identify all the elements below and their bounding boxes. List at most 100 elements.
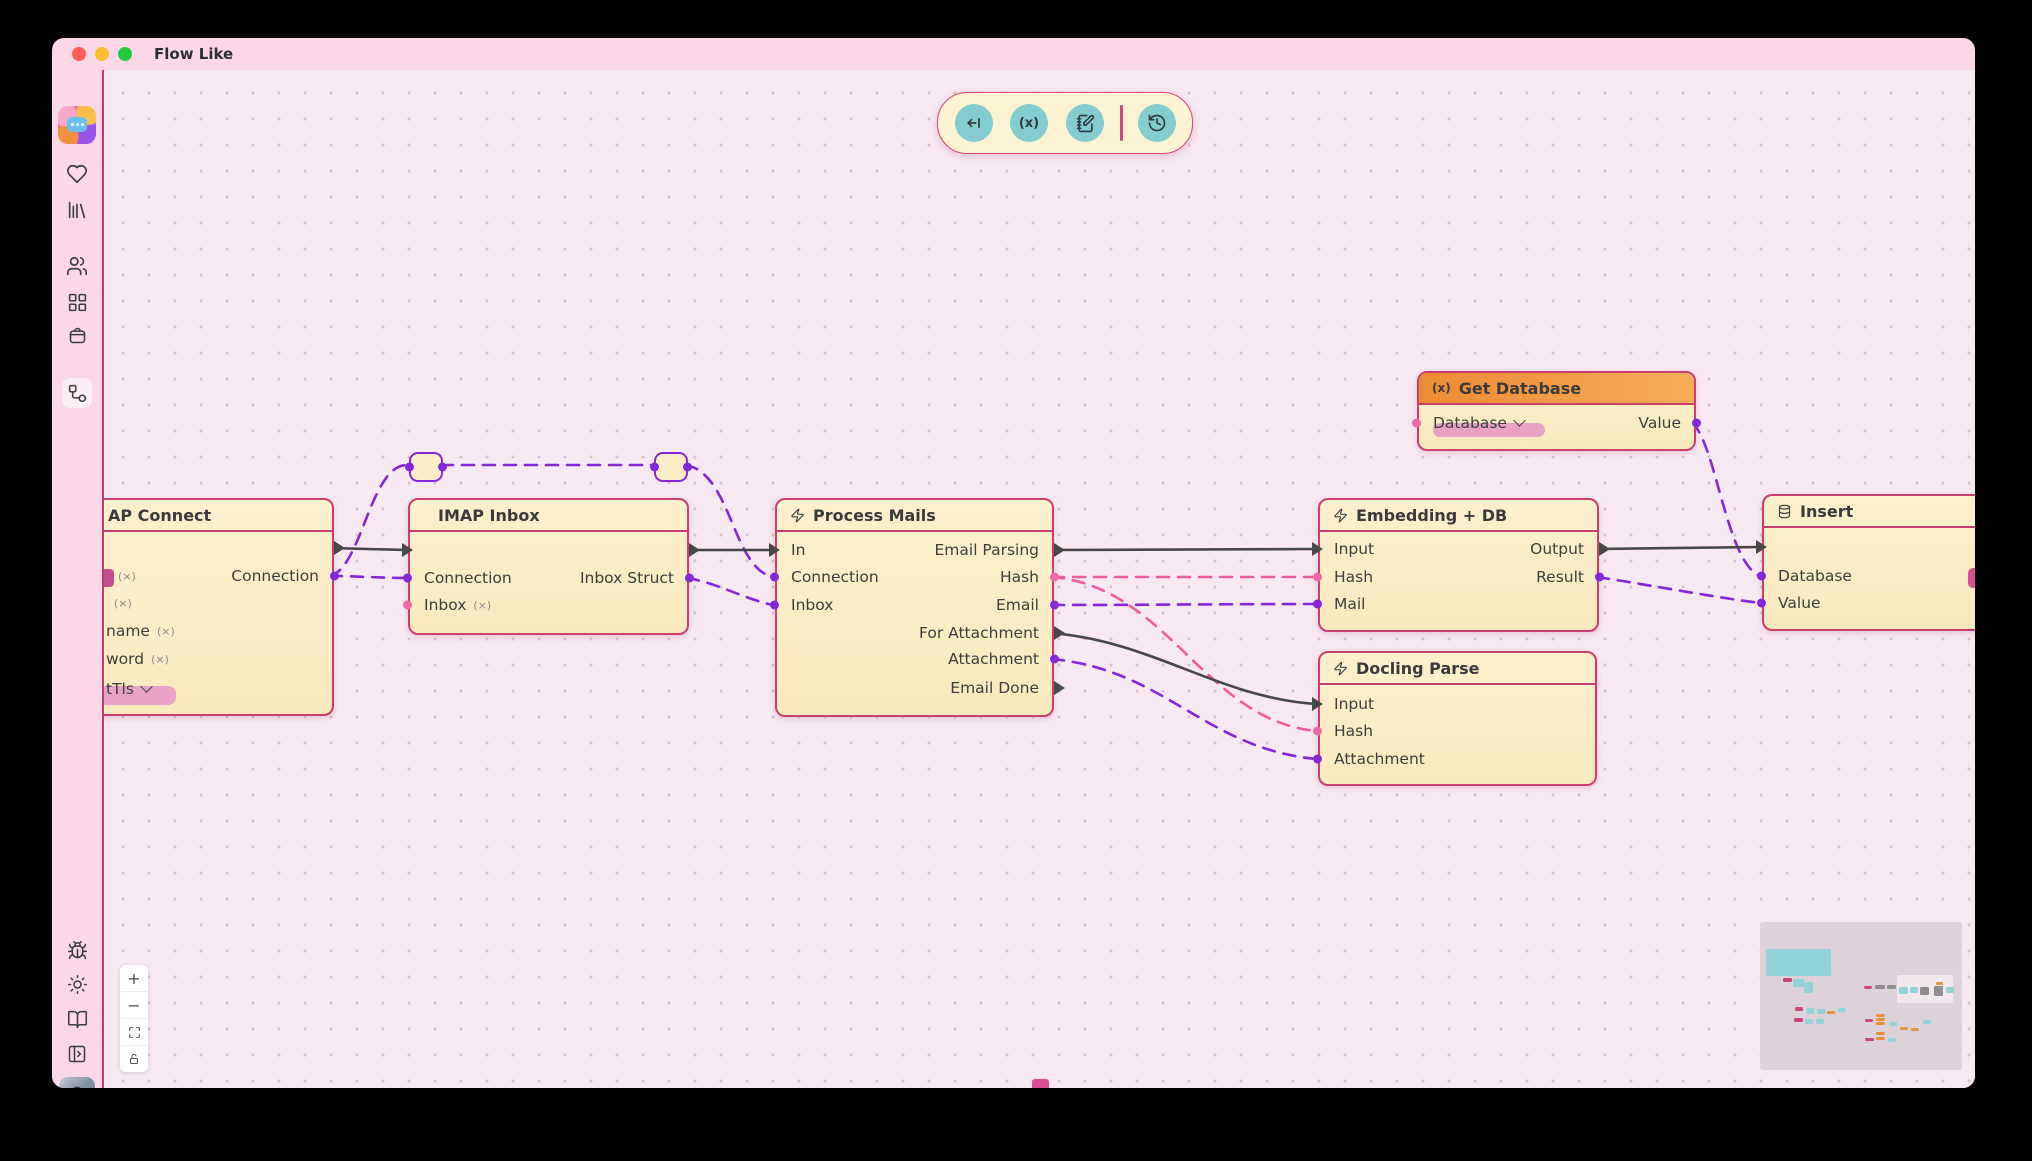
- email-out-pin[interactable]: [1050, 600, 1059, 610]
- close-button[interactable]: [72, 47, 86, 61]
- exec-out-pin[interactable]: [334, 541, 345, 555]
- zoom-controls: + −: [120, 965, 148, 1072]
- pin-label: Database: [1433, 414, 1507, 432]
- node-title: Insert: [1800, 501, 1854, 521]
- pin-label: Inbox Struct: [579, 569, 674, 587]
- exec-out-pin[interactable]: [1054, 681, 1065, 695]
- node-embedding-db[interactable]: Embedding + DB Input Hash Mail Output Re…: [1312, 498, 1610, 632]
- pin-label: Output: [1530, 540, 1584, 558]
- fit-view-icon: [128, 1026, 140, 1038]
- connection-in-pin[interactable]: [770, 572, 779, 582]
- zoom-in-button[interactable]: +: [120, 965, 148, 992]
- hash-in-pin[interactable]: [1313, 572, 1322, 582]
- user-avatar[interactable]: [59, 1077, 95, 1088]
- wire-connection-inbox: [328, 574, 408, 580]
- minimap-block: [1838, 1008, 1846, 1012]
- inbox-in-pin[interactable]: [770, 600, 779, 610]
- wire-email-mail: [1050, 602, 1318, 607]
- variables-button[interactable]: (x): [1010, 104, 1048, 142]
- reroute-out-pin[interactable]: [683, 462, 692, 472]
- zoom-out-button[interactable]: −: [120, 992, 148, 1019]
- reroute-in-pin[interactable]: [650, 462, 659, 472]
- book-icon[interactable]: [62, 1004, 92, 1034]
- pin-label: Input: [1334, 540, 1375, 558]
- library-icon[interactable]: [62, 195, 92, 225]
- pin-label: Email Parsing: [934, 541, 1040, 559]
- exec-in-pin[interactable]: [769, 543, 780, 557]
- pin-row: For Attachment: [777, 620, 1065, 646]
- pin-row: Attachment: [1313, 746, 1595, 772]
- exec-in-pin[interactable]: [1312, 542, 1323, 556]
- grid-icon[interactable]: [62, 287, 92, 317]
- exec-out-pin[interactable]: [1054, 543, 1065, 557]
- exec-out-pin[interactable]: [1054, 626, 1065, 640]
- variable-get-icon: (x): [1432, 381, 1451, 395]
- notebook-pen-button[interactable]: [1066, 104, 1104, 142]
- sidebar-separator: [102, 70, 104, 1088]
- value-in-pin[interactable]: [1757, 598, 1766, 608]
- panel-toggle-icon[interactable]: [62, 1039, 92, 1069]
- attachment-in-pin[interactable]: [1313, 754, 1322, 764]
- bag-icon[interactable]: [62, 320, 92, 350]
- zoom-button[interactable]: [118, 47, 132, 61]
- minimap-block: [1887, 985, 1896, 989]
- reroute-in-pin[interactable]: [405, 462, 414, 472]
- chevron-down-icon[interactable]: [140, 680, 153, 693]
- exec-in-pin[interactable]: [1756, 540, 1767, 554]
- exec-out-pin[interactable]: [689, 543, 700, 557]
- node-insert[interactable]: Insert Database Value: [1756, 494, 1975, 631]
- attachment-out-pin[interactable]: [1050, 654, 1059, 664]
- flow-canvas[interactable]: (x) AP Connect: [104, 70, 1975, 1088]
- node-get-database[interactable]: (x) Get Database Database Value: [1412, 371, 1701, 451]
- minimap-block: [1889, 1022, 1897, 1026]
- pin-label: Hash: [1334, 722, 1374, 740]
- minimap[interactable]: [1760, 922, 1962, 1070]
- fit-view-button[interactable]: [120, 1019, 148, 1046]
- struct-out-pin[interactable]: [685, 573, 694, 583]
- app-logo[interactable]: [58, 106, 96, 144]
- pin-row: [104, 535, 345, 561]
- node-imap-inbox[interactable]: IMAP Inbox Connection Inbox(×) Inbox Str…: [402, 498, 700, 635]
- wire-exec-embedding-insert: [1595, 545, 1762, 551]
- exec-in-pin[interactable]: [1312, 697, 1323, 711]
- input-widget-fragment[interactable]: [104, 569, 114, 587]
- hash-out-pin[interactable]: [1050, 572, 1059, 582]
- result-out-pin[interactable]: [1595, 572, 1604, 582]
- pin-row: Attachment: [777, 646, 1059, 672]
- minimap-block: [1875, 985, 1885, 989]
- users-icon[interactable]: [62, 251, 92, 281]
- history-button[interactable]: [1138, 104, 1176, 142]
- inbox-in-pin[interactable]: [403, 600, 412, 610]
- node-docling-parse[interactable]: Docling Parse Input Hash Attachment: [1312, 651, 1597, 786]
- minimize-button[interactable]: [95, 47, 109, 61]
- pin-label: Value: [1778, 594, 1821, 612]
- pin-label: Hash: [999, 568, 1039, 586]
- workflow-icon[interactable]: [62, 378, 92, 408]
- node-process-mails[interactable]: Process Mails In Connection Inbox Email …: [769, 498, 1065, 717]
- database-in-pin[interactable]: [1412, 418, 1421, 428]
- reroute-node-2[interactable]: [650, 452, 692, 482]
- minimap-block: [1805, 1019, 1813, 1024]
- heart-icon[interactable]: [62, 159, 92, 189]
- reroute-node-1[interactable]: [405, 452, 447, 482]
- database-in-pin[interactable]: [1757, 571, 1766, 581]
- minimap-block: [1936, 982, 1943, 985]
- value-out-pin[interactable]: [1692, 418, 1701, 428]
- node-imap-connect[interactable]: AP Connect Connection (×) (×) name(×) wo…: [104, 498, 345, 716]
- connection-in-pin[interactable]: [403, 573, 412, 583]
- pin-row: (×): [104, 590, 332, 616]
- hash-in-pin[interactable]: [1313, 726, 1322, 736]
- minimap-block: [1817, 1009, 1825, 1014]
- minimap-block: [1865, 1038, 1874, 1041]
- wire-value-database: [1690, 421, 1762, 578]
- mail-in-pin[interactable]: [1313, 599, 1322, 609]
- bug-icon[interactable]: [62, 935, 92, 965]
- arrow-left-to-line-button[interactable]: [955, 104, 993, 142]
- minimap-block: [1920, 987, 1929, 995]
- reroute-out-pin[interactable]: [438, 462, 447, 472]
- node-title: Get Database: [1458, 378, 1582, 398]
- variables-label: (x): [1018, 115, 1040, 131]
- theme-sun-icon[interactable]: [62, 969, 92, 999]
- lock-button[interactable]: [120, 1046, 148, 1072]
- exec-out-pin[interactable]: [1599, 542, 1610, 556]
